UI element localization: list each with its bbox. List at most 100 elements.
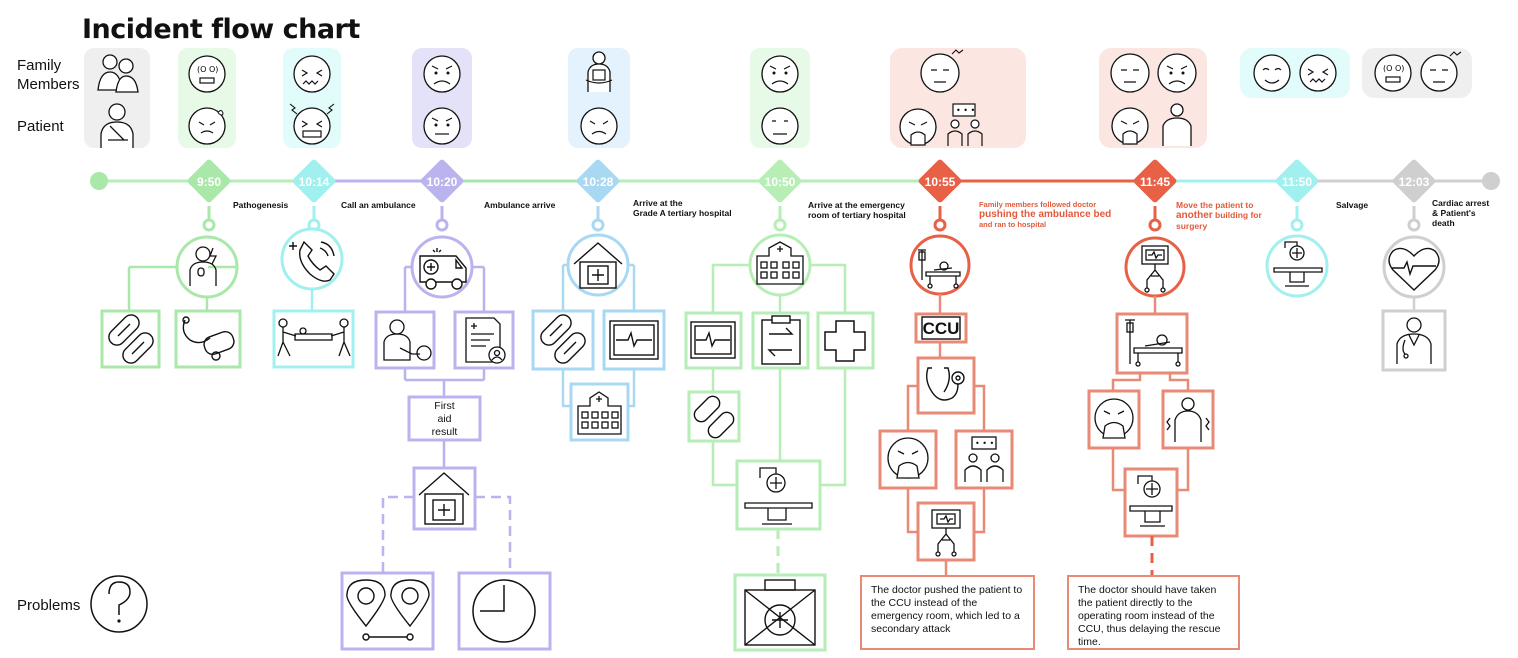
shivering-person-icon: [1166, 397, 1210, 442]
face-panel-3: [412, 48, 472, 148]
face-panel-5: [750, 48, 810, 148]
event-line: Arrive at the emergency: [808, 200, 905, 210]
stage-death: [1381, 235, 1447, 372]
time-label: 10:14: [299, 175, 330, 189]
svg-text:• • •: • • •: [975, 439, 994, 448]
event-line: room of tertiary hospital: [808, 210, 906, 220]
phone-call-icon: [289, 240, 335, 282]
operating-table-icon: [744, 467, 813, 525]
stethoscope-icon: [925, 367, 965, 401]
hospital-building-icon: [573, 242, 623, 289]
event-line: surgery: [1176, 221, 1208, 231]
time-label: 10:28: [583, 175, 614, 189]
event-pathogenesis: Pathogenesis: [233, 200, 289, 210]
heart-attack-person-icon: [189, 246, 218, 286]
patient-label: Patient: [17, 118, 64, 135]
time-label: 10:20: [427, 175, 458, 189]
svg-text:(O O): (O O): [1383, 64, 1404, 73]
ecg-monitor-icon: [609, 320, 659, 360]
question-mark-icon: [90, 575, 148, 633]
family-conversation-icon: • • •: [964, 436, 1004, 482]
event-line: Family members followed doctor: [979, 200, 1097, 209]
timeline-marker-1203: [1392, 159, 1436, 232]
stage-call-ambulance: [272, 227, 355, 369]
timeline-marker-0950: [187, 159, 231, 232]
event-line: and ran to hospital: [979, 220, 1047, 229]
ccu-label: CCU: [923, 319, 960, 338]
face-panel-8: [1240, 48, 1350, 98]
iv-monitor-icon: [1141, 245, 1169, 293]
stretcher-carry-icon: [277, 318, 351, 357]
hospital-complex-icon: [756, 241, 804, 285]
svg-text:• • •: • • •: [956, 106, 975, 115]
event-line: Cardiac arrest: [1432, 198, 1490, 208]
time-label: 11:45: [1140, 175, 1170, 189]
stage-salvage: [1265, 234, 1329, 298]
problems-label: Problems: [17, 597, 81, 614]
event-ambulance-arrive: Ambulance arrive: [484, 200, 556, 210]
event-call-ambulance: Call an ambulance: [341, 200, 416, 210]
timeline-marker-1150: [1275, 159, 1319, 232]
event-line: Move the patient to: [1176, 200, 1254, 210]
problem-note-ccu: The doctor pushed the patient to the CCU…: [860, 575, 1035, 650]
timeline-marker-1055: [918, 159, 962, 232]
no-operating-room-icon: [744, 579, 816, 646]
stage-arrive-er: [684, 233, 875, 652]
event-line: Arrive at the: [633, 198, 683, 208]
event-death: Cardiac arrest & Patient's death: [1432, 198, 1489, 228]
event-line: pushing the ambulance bed: [979, 209, 1112, 220]
family-members-label: Family Members: [17, 57, 80, 93]
location-pins-icon: [346, 579, 430, 641]
transfer-clipboard-icon: [761, 315, 801, 365]
medical-cross-icon: [824, 320, 866, 362]
time-label: 10:50: [765, 175, 796, 189]
heart-flatline-icon: [1388, 247, 1440, 291]
event-salvage: Salvage: [1336, 200, 1369, 210]
first-aid-result-label: First aid result: [409, 397, 480, 440]
face-panel-6: • • •: [890, 48, 1026, 148]
clock-icon: [472, 579, 536, 643]
medical-device-icon: [182, 316, 235, 361]
timeline-marker-1028: [576, 159, 620, 232]
time-label: 11:50: [1282, 175, 1312, 189]
face-panel-0: [84, 48, 150, 148]
medical-record-icon: [465, 317, 506, 364]
timeline-marker-1050: [758, 159, 802, 232]
vomiting-face-icon: [887, 437, 929, 479]
event-arrive-er: Arrive at the emergency room of tertiary…: [808, 200, 906, 220]
face-panel-2: [283, 48, 341, 148]
operating-table-icon: [1129, 475, 1173, 527]
time-label: 12:03: [1399, 175, 1430, 189]
event-line: death: [1432, 218, 1455, 228]
event-word: another: [1176, 210, 1213, 221]
hospital-complex-icon: [577, 391, 622, 435]
stage-ccu: [878, 234, 1014, 575]
stage-ambulance-arrive: [340, 235, 552, 651]
event-family-followed: Family members followed doctor pushing t…: [979, 200, 1111, 230]
stage-pathogenesis: [100, 235, 242, 369]
time-label: 9:50: [197, 175, 221, 189]
face-panel-9: (O O): [1362, 48, 1472, 98]
event-line: Grade A tertiary hospital: [633, 208, 732, 218]
time-label: 10:55: [925, 175, 956, 189]
svg-text:(O O): (O O): [197, 65, 218, 74]
ambulance-icon: [419, 248, 467, 290]
problem-note-delay: The doctor should have taken the patient…: [1067, 575, 1240, 650]
operating-table-icon: [1273, 241, 1323, 287]
event-arrive-hospital: Arrive at the Grade A tertiary hospital: [633, 198, 732, 218]
doctor-icon: [1396, 317, 1432, 364]
ecg-monitor-icon: [690, 321, 736, 359]
timeline-marker-1145: [1133, 159, 1177, 232]
hospital-bed-icon: [918, 249, 961, 289]
timeline-marker-1020: [420, 159, 464, 232]
event-line: & Patient's: [1432, 208, 1476, 218]
vomiting-face-icon: [1094, 398, 1134, 439]
pills-icon: [108, 314, 154, 364]
page-title: Incident flow chart: [82, 14, 360, 45]
first-aid-cpr-icon: [383, 319, 432, 361]
event-word: building for: [1215, 210, 1262, 220]
stage-move-patient: [1087, 236, 1215, 575]
hospital-bed-icon: [1125, 319, 1183, 367]
pills-icon: [540, 314, 586, 364]
hospital-house-icon: [418, 472, 470, 525]
